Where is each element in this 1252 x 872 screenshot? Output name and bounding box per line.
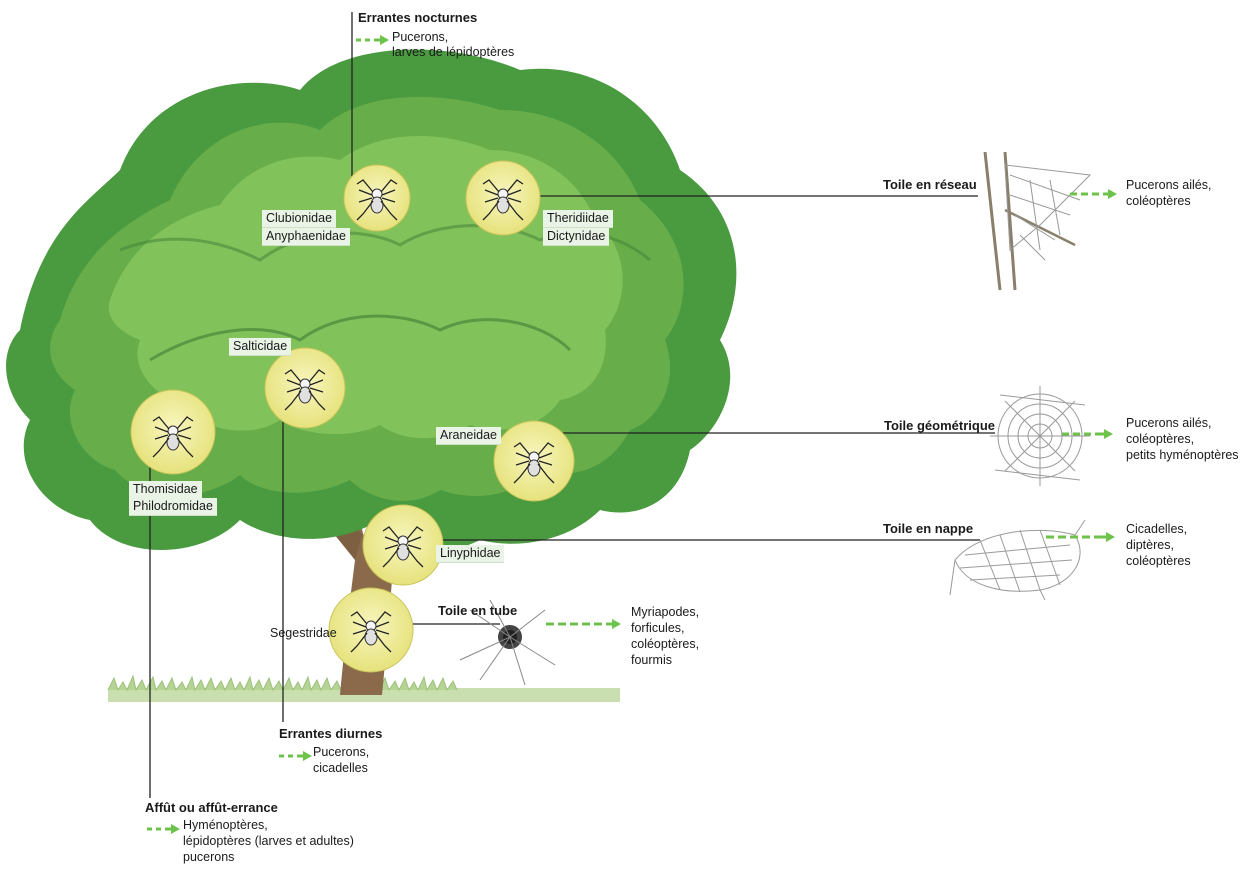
green-arrow-icon	[1046, 532, 1116, 542]
web-title-geometric: Toile géométrique	[884, 418, 995, 433]
group-title-diurnal: Errantes diurnes	[279, 726, 382, 741]
prey-tube-1: Myriapodes,	[631, 605, 699, 620]
green-arrow-icon	[1062, 429, 1114, 439]
family-label-linyphiidae: Linyphidae	[436, 545, 504, 563]
group-title-nocturnal: Errantes nocturnes	[358, 10, 477, 25]
prey-nocturnal-2: larves de lépidoptères	[392, 45, 514, 60]
web-title-tube: Toile en tube	[438, 603, 517, 618]
prey-network-2: coléoptères	[1126, 194, 1191, 209]
family-label-araneidae: Araneidae	[436, 427, 501, 445]
green-arrow-icon	[147, 824, 181, 834]
prey-tube-2: forficules,	[631, 621, 685, 636]
prey-diurnal-2: cicadelles	[313, 761, 368, 776]
spider-circle-clubionidae	[344, 165, 410, 231]
web-title-sheet: Toile en nappe	[883, 521, 973, 536]
tree-foliage	[6, 50, 736, 551]
green-arrow-icon	[356, 35, 390, 45]
spider-circle-theridiidae	[466, 161, 540, 235]
family-label-thomisidae: Thomisidae	[129, 481, 202, 499]
prey-geometric-3: petits hyménoptères	[1126, 448, 1239, 463]
prey-sheet-1: Cicadelles,	[1126, 522, 1187, 537]
family-label-segestridae: Segestridae	[270, 626, 337, 641]
group-title-ambush: Affût ou affût-errance	[145, 800, 278, 815]
prey-geometric-1: Pucerons ailés,	[1126, 416, 1211, 431]
prey-tube-4: fourmis	[631, 653, 672, 668]
prey-network-1: Pucerons ailés,	[1126, 178, 1211, 193]
green-arrow-icon	[546, 619, 622, 629]
family-label-anyphaenidae: Anyphaenidae	[262, 228, 350, 246]
prey-tube-3: coléoptères,	[631, 637, 699, 652]
spider-circle-thomisidae	[131, 390, 215, 474]
prey-ambush-1: Hyménoptères,	[183, 818, 268, 833]
spider-circle-linyphiidae	[363, 505, 443, 585]
spider-circle-segestridae	[329, 588, 413, 672]
prey-sheet-3: coléoptères	[1126, 554, 1191, 569]
spider-circle-salticidae	[265, 348, 345, 428]
web-title-network: Toile en réseau	[883, 177, 977, 192]
family-label-philodromidae: Philodromidae	[129, 498, 217, 516]
prey-geometric-2: coléoptères,	[1126, 432, 1194, 447]
green-arrow-icon	[279, 751, 313, 761]
spider-circle-araneidae	[494, 421, 574, 501]
prey-ambush-2: lépidoptères (larves et adultes)	[183, 834, 354, 849]
family-label-dictynidae: Dictynidae	[543, 228, 609, 246]
web-network-illustration	[985, 152, 1090, 290]
prey-diurnal-1: Pucerons,	[313, 745, 369, 760]
family-label-theridiidae: Theridiidae	[543, 210, 613, 228]
prey-nocturnal-1: Pucerons,	[392, 30, 448, 45]
family-label-clubionidae: Clubionidae	[262, 210, 336, 228]
prey-ambush-3: pucerons	[183, 850, 234, 865]
prey-sheet-2: diptères,	[1126, 538, 1174, 553]
green-arrow-icon	[1070, 189, 1118, 199]
family-label-salticidae: Salticidae	[229, 338, 291, 356]
